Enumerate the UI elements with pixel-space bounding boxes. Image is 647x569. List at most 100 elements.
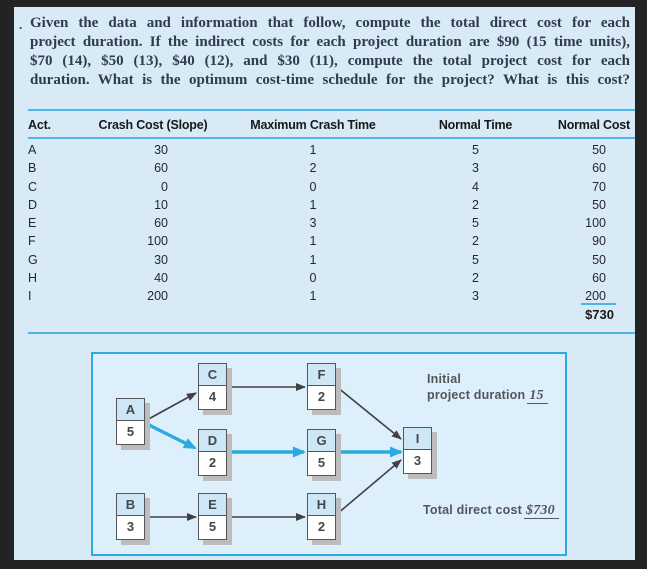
cell-value-max_crash_time: 1: [309, 289, 317, 304]
cell-value-max_crash_time: 0: [309, 271, 317, 286]
cell-value-crash_cost: 60: [154, 161, 168, 176]
total-direct-cost-label: Total direct cost$730: [423, 502, 559, 519]
table-header-row: Act. Crash Cost (Slope) Maximum Crash Ti…: [28, 118, 634, 132]
table-row-E: E 60 3 5 100: [28, 214, 634, 232]
cell-normal_cost: 60: [553, 269, 634, 287]
node-duration: 5: [308, 452, 335, 474]
node-letter: I: [404, 428, 431, 450]
cell-normal_time: 5: [398, 214, 553, 232]
cell-max_crash_time: 1: [228, 196, 398, 214]
cell-value-crash_cost: 10: [154, 197, 168, 212]
cell-value-crash_cost: 30: [154, 252, 168, 267]
cell-value-normal_time: 4: [472, 179, 479, 194]
problem-text-line: Given the data and information that foll…: [30, 15, 630, 31]
cell-crash_cost: 30: [78, 251, 228, 269]
cell-act: C: [28, 178, 78, 196]
cell-normal_cost: 60: [553, 159, 634, 177]
node-duration: 3: [404, 450, 431, 472]
cell-value-act: D: [28, 197, 38, 212]
node-duration: 4: [199, 386, 226, 408]
cell-value-act: B: [28, 161, 37, 176]
node-duration: 3: [117, 516, 144, 538]
cell-value-max_crash_time: 2: [309, 161, 317, 176]
cell-value-max_crash_time: 0: [309, 179, 317, 194]
cell-value-normal_cost: 50: [592, 252, 606, 267]
node-letter: E: [199, 494, 226, 516]
problem-text-line: duration. What is the optimum cost-time …: [30, 72, 630, 88]
cell-value-crash_cost: 200: [147, 289, 168, 304]
cell-value-normal_time: 2: [472, 197, 479, 212]
cell-value-normal_time: 3: [472, 289, 479, 304]
table-row-D: D 10 1 2 50: [28, 196, 634, 214]
section-divider-rule: [28, 332, 635, 334]
cell-act: G: [28, 251, 78, 269]
cell-normal_cost: 100: [553, 214, 634, 232]
cell-max_crash_time: 1: [228, 287, 398, 305]
cell-value-normal_cost: 100: [585, 216, 606, 231]
problem-number-mark: .: [19, 17, 23, 32]
cell-max_crash_time: 1: [228, 141, 398, 159]
cell-value-normal_cost: 50: [592, 197, 606, 212]
cell-normal_cost: 50: [553, 141, 634, 159]
header-max-crash: Maximum Crash Time: [250, 118, 376, 132]
cell-value-act: I: [28, 289, 32, 304]
cell-value-crash_cost: 40: [154, 271, 168, 286]
table-row-B: B 60 2 3 60: [28, 159, 634, 177]
cell-value-act: A: [28, 143, 37, 157]
node-letter: C: [199, 364, 226, 386]
cell-value-normal_time: 2: [472, 271, 479, 286]
node-letter: G: [308, 430, 335, 452]
cell-normal_time: 3: [398, 287, 553, 305]
initial-duration-value: 15: [527, 388, 548, 404]
cell-value-normal_cost: 70: [592, 179, 606, 194]
problem-statement: Given the data and information that foll…: [30, 14, 630, 90]
header-crash-cost: Crash Cost (Slope): [98, 118, 208, 132]
cell-value-normal_time: 5: [472, 216, 479, 231]
cell-normal_cost: 90: [553, 232, 634, 250]
header-normal-time: Normal Time: [438, 118, 513, 132]
cell-crash_cost: 40: [78, 269, 228, 287]
cell-value-normal_cost: 90: [592, 234, 606, 249]
cell-value-normal_cost: 60: [592, 161, 606, 176]
cell-value-max_crash_time: 3: [309, 216, 317, 231]
cell-value-crash_cost: 60: [154, 216, 168, 231]
initial-label-line2: project duration: [427, 388, 526, 402]
cell-value-act: G: [28, 252, 38, 267]
node-letter: F: [308, 364, 335, 386]
cell-value-normal_cost: 50: [592, 143, 606, 157]
table-header-rule: [28, 137, 635, 139]
cell-act: D: [28, 196, 78, 214]
cell-normal_cost: 70: [553, 178, 634, 196]
cell-value-normal_time: 2: [472, 234, 479, 249]
cell-max_crash_time: 0: [228, 269, 398, 287]
cell-max_crash_time: 2: [228, 159, 398, 177]
problem-text-line: $70 (14), $50 (13), $40 (12), and $30 (1…: [30, 53, 630, 69]
cell-value-normal_time: 5: [472, 143, 479, 157]
cell-value-act: H: [28, 271, 38, 286]
cell-value-act: E: [28, 216, 37, 231]
node-duration: 2: [199, 452, 226, 474]
cell-normal_time: 2: [398, 232, 553, 250]
cell-normal_cost: 200: [553, 287, 634, 306]
cell-crash_cost: 60: [78, 214, 228, 232]
cell-value-crash_cost: 100: [147, 234, 168, 249]
cell-crash_cost: 60: [78, 159, 228, 177]
cell-crash_cost: 200: [78, 287, 228, 305]
cell-value-normal_time: 5: [472, 252, 479, 267]
cell-max_crash_time: 1: [228, 232, 398, 250]
cell-normal_time: 3: [398, 159, 553, 177]
cell-max_crash_time: 0: [228, 178, 398, 196]
textbook-page: . Given the data and information that fo…: [14, 7, 635, 560]
cell-max_crash_time: 3: [228, 214, 398, 232]
cell-crash_cost: 30: [78, 141, 228, 159]
cell-value-max_crash_time: 1: [309, 234, 317, 249]
